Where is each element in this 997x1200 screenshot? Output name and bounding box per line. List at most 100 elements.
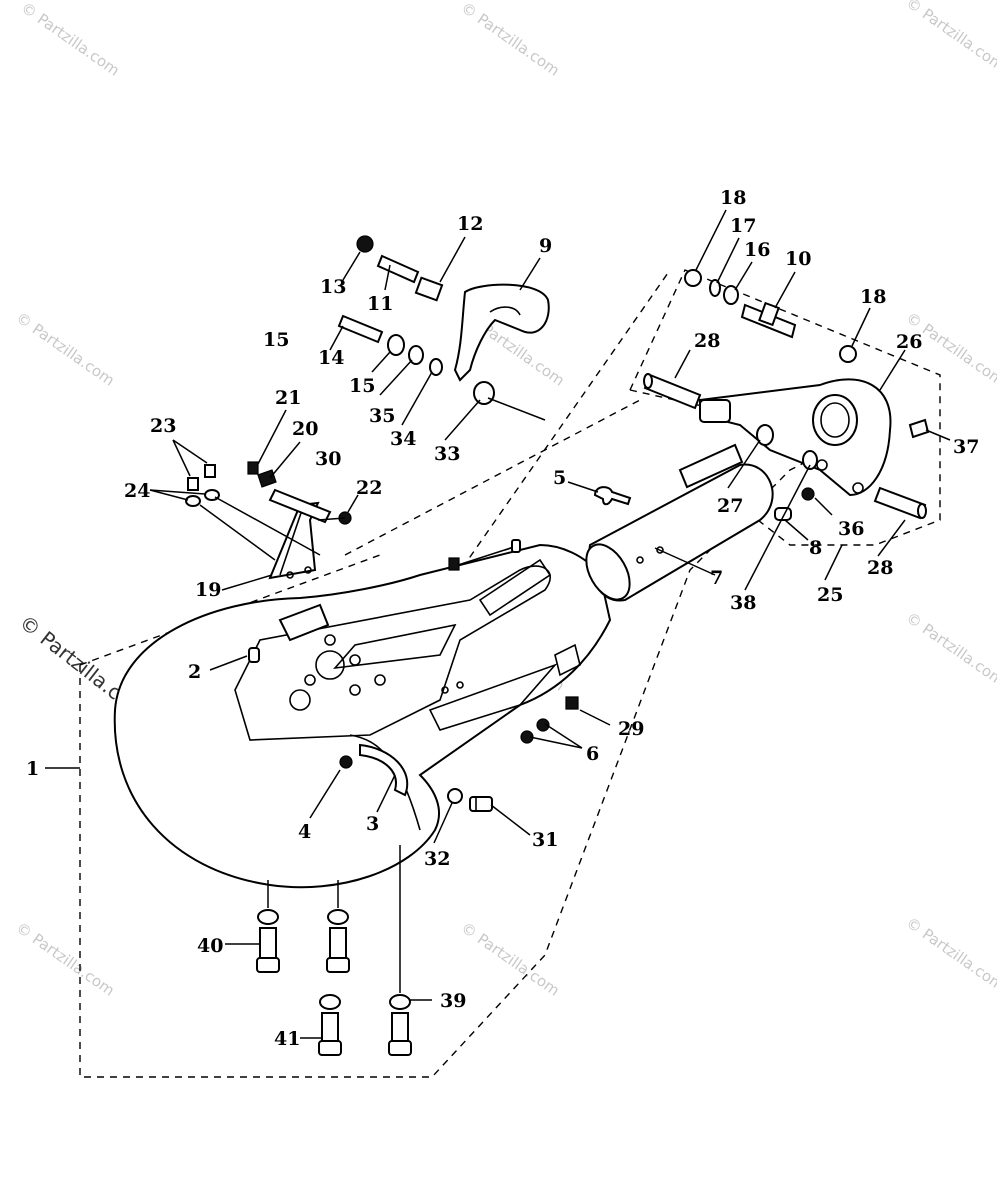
- callouts: 1 2 3 4 5 6 7 8 9 10 11 12 13 14 15 15 1…: [26, 187, 979, 1050]
- part-10-fitting: [740, 301, 797, 339]
- callout-38: 38: [730, 592, 756, 614]
- part-39-bolt: [388, 994, 412, 1056]
- part-2-pin: [248, 647, 260, 663]
- part-31-bolt: [469, 796, 493, 812]
- callout-26: 26: [896, 331, 922, 353]
- part-18-nut-lower: [839, 345, 857, 363]
- callout-24: 24: [124, 480, 150, 502]
- callout-19: 19: [195, 579, 221, 601]
- part-34-spacer: [429, 358, 443, 376]
- main-housing: [113, 543, 612, 889]
- part-14-bolt: [337, 314, 384, 344]
- part-16-washer: [723, 285, 739, 305]
- callout-33: 33: [434, 443, 460, 465]
- callout-9: 9: [539, 235, 552, 257]
- callout-35: 35: [369, 405, 395, 427]
- callout-11: 11: [367, 293, 393, 315]
- callout-1: 1: [26, 758, 39, 780]
- part-coupler: [699, 399, 731, 423]
- part-9-bracket: [453, 283, 550, 382]
- part-small-pin: [511, 539, 521, 553]
- callout-28-upper: 28: [694, 330, 720, 352]
- watermark: © Partzilla.com: [903, 914, 997, 995]
- watermarks: © Partzilla.com © Partzilla.com © Partzi…: [13, 0, 997, 1000]
- part-32-washer: [447, 788, 463, 804]
- watermark: © Partzilla.com: [13, 309, 118, 390]
- callout-30: 30: [315, 448, 341, 470]
- part-37-screw: [908, 418, 930, 439]
- callout-40: 40: [197, 935, 223, 957]
- callout-27: 27: [717, 495, 743, 517]
- part-21-nut: [247, 461, 259, 475]
- callout-13: 13: [320, 276, 346, 298]
- callout-18-upper: 18: [720, 187, 746, 209]
- callout-18-right: 18: [860, 286, 886, 308]
- callout-29: 29: [618, 718, 644, 740]
- part-40-bolt: [256, 909, 280, 973]
- callout-20: 20: [292, 418, 318, 440]
- callout-7: 7: [710, 567, 723, 589]
- part-33-washer: [473, 381, 495, 405]
- callout-39: 39: [440, 990, 466, 1012]
- part-4-nut: [339, 755, 353, 769]
- callout-10: 10: [785, 248, 811, 270]
- callout-14: 14: [318, 347, 344, 369]
- callout-8: 8: [809, 537, 822, 559]
- leader-lines: [45, 209, 951, 1039]
- part-3-plate: [359, 743, 409, 797]
- callout-25: 25: [817, 584, 843, 606]
- callout-37: 37: [953, 436, 979, 458]
- callout-15: 15: [349, 375, 375, 397]
- part-35-washer: [408, 345, 424, 365]
- part-7-tube: [585, 443, 774, 602]
- callout-5: 5: [553, 467, 566, 489]
- part-20-bolt: [257, 469, 277, 488]
- part-29-screw: [565, 696, 579, 710]
- callout-4: 4: [298, 821, 311, 843]
- part-15-washer: [387, 334, 405, 356]
- callout-31: 31: [532, 829, 558, 851]
- part-18-nut-upper: [684, 269, 702, 287]
- part-40-bolt-2: [326, 909, 350, 973]
- callout-28-lower: 28: [867, 557, 893, 579]
- callout-36: 36: [838, 518, 864, 540]
- watermark: © Partzilla.com: [13, 919, 118, 1000]
- callout-16: 16: [744, 239, 770, 261]
- part-30-link: [268, 488, 332, 524]
- callout-12: 12: [457, 213, 483, 235]
- part-36-nut: [801, 487, 815, 501]
- watermark: © Partzilla.com: [458, 0, 563, 80]
- callout-17: 17: [730, 215, 756, 237]
- callout-34: 34: [390, 428, 416, 450]
- callout-2: 2: [188, 661, 201, 683]
- watermark: © Partzilla.com: [458, 919, 563, 1000]
- callout-23: 23: [150, 415, 176, 437]
- callout-32: 32: [424, 848, 450, 870]
- part-26-swivel-bracket: [699, 378, 892, 497]
- callout-22: 22: [356, 477, 382, 499]
- watermark: © Partzilla.com: [18, 0, 123, 80]
- callout-21: 21: [275, 387, 301, 409]
- assembly-line: [199, 504, 276, 561]
- part-block: [278, 603, 330, 642]
- watermark: © Partzilla.com: [903, 609, 997, 690]
- part-23-bolts: [187, 464, 216, 491]
- part-27-bushing: [756, 424, 774, 446]
- callout-6: 6: [586, 743, 599, 765]
- watermark: © Partzilla.com: [903, 0, 997, 75]
- part-13-nut: [356, 235, 374, 253]
- callout-3: 3: [366, 813, 379, 835]
- assembly-line: [214, 496, 321, 556]
- part-8-pin: [774, 507, 792, 521]
- part-17-oring: [709, 279, 721, 297]
- part-small-bolt: [448, 557, 460, 571]
- callout-15-left: 15: [263, 329, 289, 351]
- callout-41: 41: [274, 1028, 300, 1050]
- part-28-pins: [643, 373, 927, 520]
- part-11-bolt: [376, 254, 420, 284]
- part-41-bolt: [318, 994, 342, 1056]
- part-12-block: [414, 276, 444, 302]
- part-5-ubolt: [593, 486, 632, 506]
- part-38-bushing: [802, 450, 818, 470]
